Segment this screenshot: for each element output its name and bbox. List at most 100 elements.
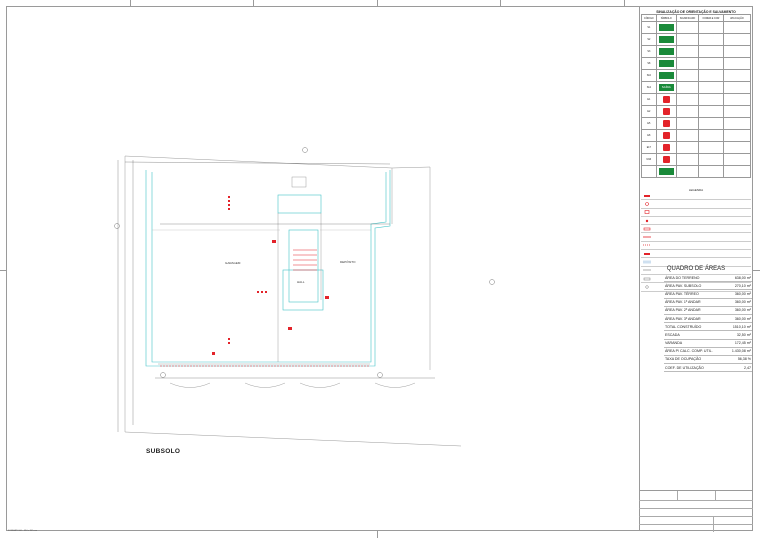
ramp-curve (244, 382, 286, 388)
signage-symbol (655, 105, 677, 118)
signage-cell (722, 129, 752, 142)
signage-cell (698, 93, 724, 106)
signage-cell (698, 33, 724, 46)
frame-tick (130, 0, 131, 6)
signage-row: S8 (641, 57, 752, 70)
room-label-garagem: GARAGEM (225, 261, 241, 265)
exit-sign-icon (658, 71, 674, 79)
signage-cell (675, 45, 700, 58)
signage-row: E17 (641, 141, 752, 154)
signage-header: FORMA E COR (698, 14, 724, 22)
signage-row (641, 165, 752, 178)
frame-tick (377, 0, 378, 6)
signage-code: S10 (641, 69, 657, 82)
signage-code: S2 (641, 33, 657, 46)
area-label: ÁREA PAV. SUBSOLO (664, 281, 726, 291)
signage-cell (675, 153, 700, 166)
signage-cell (722, 165, 752, 178)
signage-cell (675, 129, 700, 142)
signage-cell (675, 141, 700, 154)
legend-title: LEGENDA (688, 188, 704, 192)
floor-plan-drawing: GARAGEM DEPÓSITO HALL (114, 147, 495, 447)
signage-cell (698, 129, 724, 142)
signage-cell (675, 33, 700, 46)
area-value: 360,00 m² (725, 314, 752, 324)
signage-code: S1 (641, 21, 657, 34)
signage-symbol (655, 129, 677, 142)
signage-cell (675, 69, 700, 82)
title-block (639, 490, 753, 532)
signage-cell (698, 165, 724, 178)
lot-boundary (124, 155, 431, 169)
signage-cell (722, 93, 752, 106)
signage-row: E8 (641, 129, 752, 142)
area-label: ÁREA PAV. 2º ANDAR (664, 306, 726, 315)
area-label: ESCADA (664, 330, 726, 340)
signage-symbol (655, 117, 677, 130)
signage-cell (698, 69, 724, 82)
signage-header: APLICAÇÃO (722, 14, 752, 22)
fire-equipment-icon (662, 95, 670, 103)
frame-tick (500, 0, 501, 6)
building-walls (145, 170, 391, 367)
plan-label-subsolo: SUBSOLO (146, 448, 181, 455)
legend-row (641, 200, 751, 209)
signage-row: E1 (641, 93, 752, 106)
right-info-panel (639, 6, 753, 531)
signage-cell (698, 81, 724, 94)
ramp-curve (299, 382, 341, 388)
ramp-curve (374, 382, 416, 388)
exit-sign-icon (658, 35, 674, 43)
exit-sign-icon (658, 47, 674, 55)
signage-cell (675, 165, 700, 178)
signage-row: M16 (641, 153, 752, 166)
safety-markers (212, 196, 329, 355)
signage-symbol (655, 21, 677, 34)
fire-equipment-icon (662, 155, 670, 163)
signage-symbol (655, 93, 677, 106)
signage-header: SÍMBOLO (655, 14, 677, 22)
signage-code: E1 (641, 93, 657, 106)
area-value: 270,10 m² (725, 281, 752, 291)
signage-cell (722, 105, 752, 118)
legend-row (641, 242, 751, 251)
signage-header: CÓDIGO (641, 14, 657, 22)
ramp-curve (169, 382, 211, 388)
area-value: 360,00 m² (725, 298, 752, 307)
signage-code: S8 (641, 57, 657, 70)
signage-row: S3 (641, 45, 752, 58)
signage-cell (698, 153, 724, 166)
signage-row: S10 (641, 69, 752, 82)
signage-cell (698, 45, 724, 58)
signage-symbol (655, 33, 677, 46)
legend-row (641, 258, 751, 267)
legend-row (641, 192, 751, 201)
signage-cell (675, 21, 700, 34)
frame-tick (0, 270, 6, 271)
signage-cell (722, 141, 752, 154)
frame-tick (624, 0, 625, 6)
area-value: 172,45 m² (725, 339, 752, 348)
area-label: ÁREA PAV. 3º ANDAR (664, 314, 726, 324)
signage-cell (698, 105, 724, 118)
lot-boundary (124, 156, 462, 447)
signage-header: SIGNIFICADO (675, 14, 700, 22)
signage-row: E2 (641, 105, 752, 118)
signage-row: S2 (641, 33, 752, 46)
signage-symbol: SAÍDA (655, 81, 677, 94)
area-value: 56,38 % (725, 355, 752, 365)
signage-symbol (655, 57, 677, 70)
area-row: ÁREA P/ CALC. COMP. UTIL.1.430,08 m² (664, 347, 752, 356)
signage-row: E5 (641, 117, 752, 130)
fire-equipment-icon (662, 119, 670, 127)
signage-code: E2 (641, 105, 657, 118)
signage-symbol (655, 165, 677, 178)
